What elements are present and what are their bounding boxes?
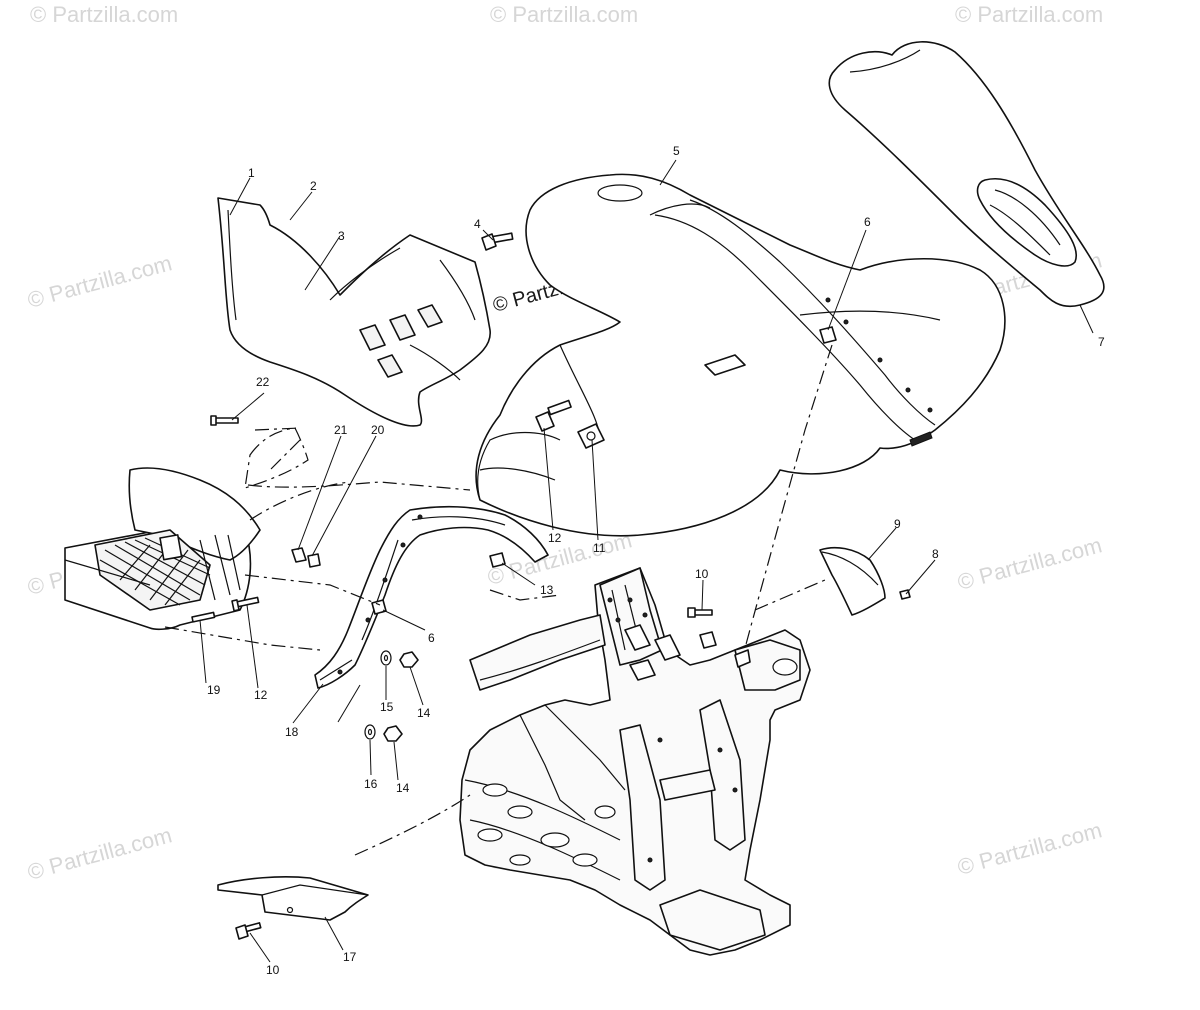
- callout-21: 21: [334, 423, 348, 437]
- callout-8: 8: [932, 547, 939, 561]
- bracket-part-9: [819, 546, 886, 616]
- clip-part-13: [489, 552, 506, 568]
- callout-labels: 1 2 3 4 5 6 7 8 9 10 11 12 13 6 14 15 16…: [207, 144, 1105, 977]
- callout-16: 16: [364, 777, 378, 791]
- callout-10-upper: 10: [695, 567, 709, 581]
- clip-part-6-lower: [371, 599, 387, 615]
- assembly-dash-lines: [164, 344, 833, 856]
- leader-lines: [199, 159, 1094, 963]
- dashed-guard: [244, 427, 309, 489]
- rear-cover-part-7: [828, 41, 1105, 308]
- front-fender-part-5: [475, 173, 1006, 537]
- callout-2: 2: [310, 179, 317, 193]
- watermark: © Partzilla.com: [25, 822, 175, 885]
- callout-17: 17: [343, 950, 357, 964]
- watermark: © Partzilla.com: [955, 532, 1105, 595]
- washers-nuts-14-15-16: [364, 650, 419, 742]
- bolt-part-10-lower: [235, 922, 262, 940]
- callout-15: 15: [380, 700, 394, 714]
- callout-10-lower: 10: [266, 963, 280, 977]
- callout-22: 22: [256, 375, 270, 389]
- splash-panel-parts-1-2-3: [217, 197, 491, 427]
- watermark: © Partzilla.com: [490, 2, 638, 27]
- watermark: © Partzilla.com: [955, 2, 1103, 27]
- callout-11: 11: [593, 541, 606, 555]
- callout-12-fender: 12: [548, 531, 562, 545]
- fasteners-12-11-fender: [535, 399, 605, 449]
- callout-9: 9: [894, 517, 901, 531]
- callout-14-upper: 14: [417, 706, 431, 720]
- callout-18: 18: [285, 725, 299, 739]
- watermark: © Partzilla.com: [30, 2, 178, 27]
- bolt-part-4: [481, 232, 514, 251]
- callout-12-lower: 12: [254, 688, 268, 702]
- callout-13: 13: [540, 583, 554, 597]
- callout-6-upper: 6: [864, 215, 871, 229]
- fasteners-lower-left: [191, 547, 321, 623]
- watermark: © Partzilla.com: [955, 817, 1105, 880]
- callout-3: 3: [338, 229, 345, 243]
- bolt-part-22: [210, 415, 239, 426]
- watermark: © Partzilla.com: [25, 250, 175, 313]
- callout-20: 20: [371, 423, 385, 437]
- bolt-part-10-upper: [687, 607, 713, 618]
- callout-6-lower: 6: [428, 631, 435, 645]
- footwell-floorboard: [64, 467, 261, 631]
- callout-5: 5: [673, 144, 680, 158]
- callout-4: 4: [474, 217, 481, 231]
- callout-1: 1: [248, 166, 255, 180]
- callout-19: 19: [207, 683, 221, 697]
- skid-plate-part-17: [217, 876, 369, 921]
- callout-14-lower: 14: [396, 781, 410, 795]
- callout-7: 7: [1098, 335, 1105, 349]
- clip-part-6-upper: [819, 326, 837, 344]
- vehicle-frame: [459, 567, 811, 956]
